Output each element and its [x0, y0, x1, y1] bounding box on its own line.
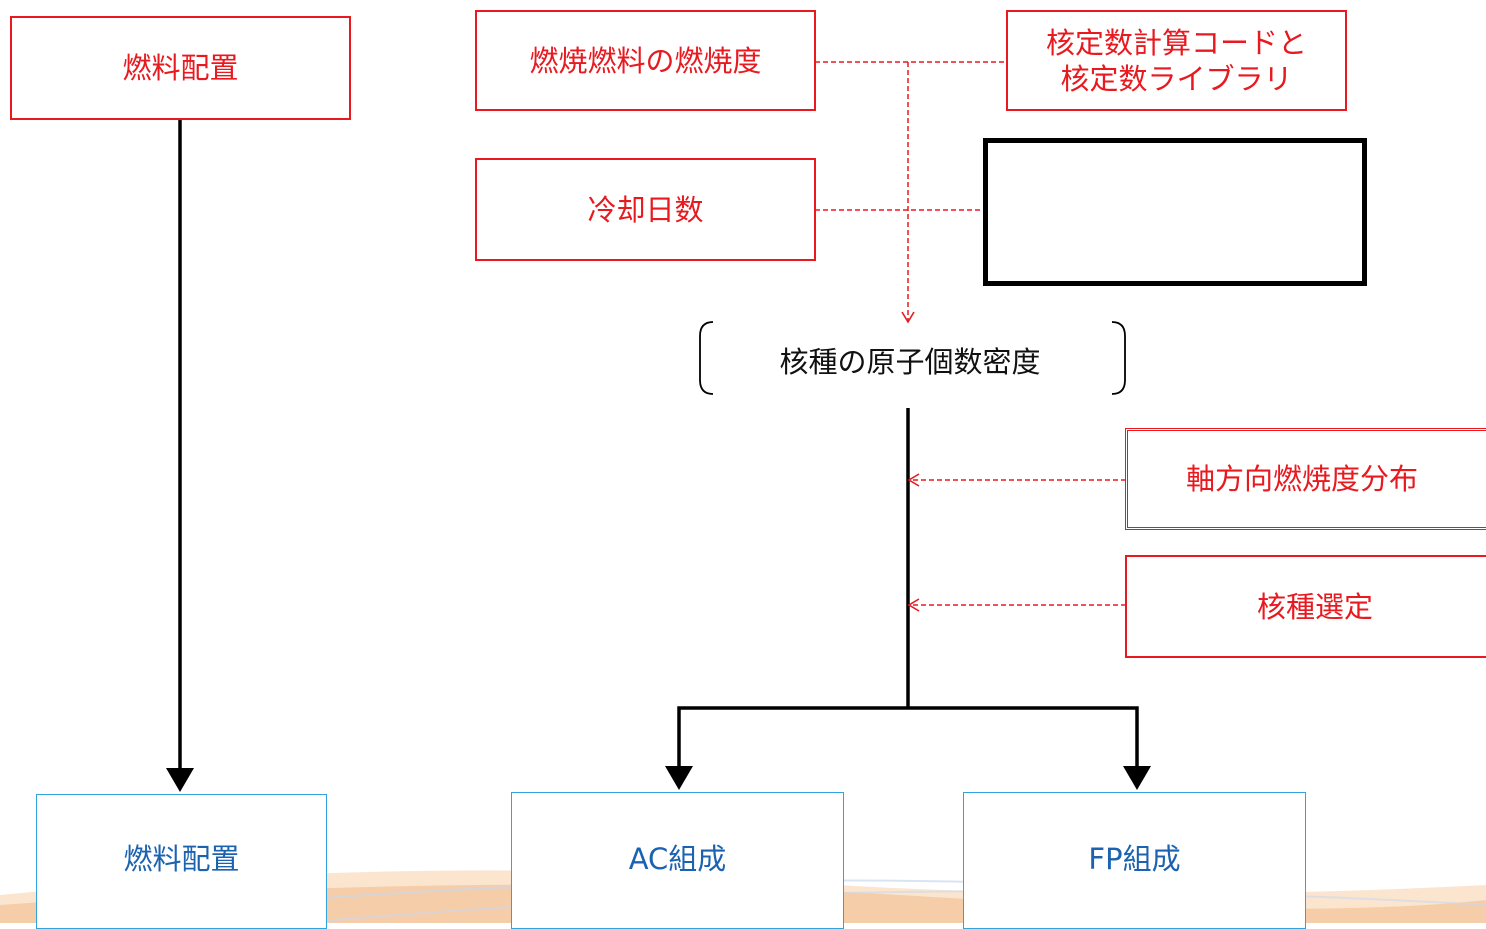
output-fuel-placement: 燃料配置: [36, 794, 327, 929]
input-burnup: 燃焼燃料の燃焼度: [475, 10, 816, 111]
output-ac: AC組成: [511, 792, 844, 929]
input-burnup-label: 燃焼燃料の燃焼度: [529, 43, 762, 78]
input-nuclear-data-line1: 核定数計算コードと: [1045, 25, 1307, 60]
input-nuclide-selection-label: 核種選定: [1257, 589, 1374, 624]
input-fuel-placement-label: 燃料配置: [122, 51, 239, 85]
output-ac-label: AC組成: [628, 842, 727, 876]
ac-arrowhead: [665, 766, 693, 790]
fp-arrowhead: [1123, 766, 1151, 790]
output-fp: FP組成: [963, 792, 1306, 929]
input-cooling-days: 冷却日数: [475, 158, 816, 261]
input-nuclear-data-line2: 核定数ライブラリ: [1060, 61, 1293, 96]
number-density-label: 核種の原子個数密度: [740, 335, 1080, 385]
left-bracket: [699, 321, 714, 395]
output-fp-label: FP組成: [1088, 842, 1181, 876]
blank-box: [983, 138, 1367, 286]
left-flow-arrowhead: [166, 768, 194, 792]
output-fuel-placement-label: 燃料配置: [123, 842, 240, 876]
input-nuclide-selection: 核種選定: [1125, 555, 1486, 658]
input-nuclear-data: 核定数計算コードと 核定数ライブラリ: [1006, 10, 1347, 111]
number-density-text: 核種の原子個数密度: [779, 345, 1041, 379]
input-axial-burnup: 軸方向燃焼度分布: [1125, 428, 1486, 530]
input-axial-burnup-label: 軸方向燃焼度分布: [1186, 462, 1419, 496]
input-fuel-placement: 燃料配置: [10, 16, 351, 120]
right-bracket: [1111, 321, 1126, 395]
input-cooling-days-label: 冷却日数: [587, 192, 704, 227]
branch-line: [677, 706, 1139, 768]
